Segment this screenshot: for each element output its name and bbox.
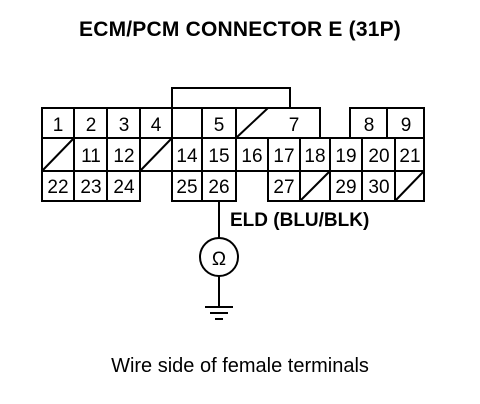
terminal-27: 27: [273, 177, 294, 198]
empty-cavity-13: [139, 137, 173, 172]
terminal-8: 8: [364, 115, 375, 136]
terminal-17: 17: [273, 146, 294, 167]
terminal-30: 30: [368, 177, 389, 198]
terminal-29: 29: [335, 177, 356, 198]
terminal-24: 24: [113, 177, 135, 198]
terminal-18: 18: [304, 146, 325, 167]
terminal-19: 19: [335, 146, 356, 167]
terminal-1: 1: [53, 115, 64, 136]
diagram-title: ECM/PCM CONNECTOR E (31P): [79, 18, 401, 41]
terminal-3: 3: [119, 115, 130, 136]
empty-cavity-6: [235, 107, 269, 139]
terminal-4: 4: [151, 115, 162, 136]
terminal-2: 2: [86, 115, 97, 136]
wire-label: ELD (BLU/BLK): [230, 210, 370, 231]
terminal-5: 5: [214, 115, 225, 136]
terminal-15: 15: [208, 146, 229, 167]
empty-cavity-28: [299, 170, 331, 202]
terminal-16: 16: [241, 146, 262, 167]
empty-cavity-10: [41, 137, 75, 172]
terminal-14: 14: [176, 146, 198, 167]
terminal-9: 9: [401, 115, 412, 136]
terminal-7: 7: [289, 115, 300, 136]
terminal-26: 26: [208, 177, 229, 198]
empty-cavity-31: [394, 170, 425, 202]
terminal-11: 11: [81, 146, 101, 167]
terminal-22: 22: [47, 177, 68, 198]
terminal-23: 23: [80, 177, 101, 198]
terminal-21: 21: [399, 146, 420, 167]
ohm-symbol: Ω: [212, 249, 226, 270]
terminal-20: 20: [368, 146, 389, 167]
diagram-caption: Wire side of female terminals: [111, 355, 369, 377]
terminal-12: 12: [113, 146, 134, 167]
locking-tab: [171, 87, 291, 108]
terminal-25: 25: [176, 177, 197, 198]
